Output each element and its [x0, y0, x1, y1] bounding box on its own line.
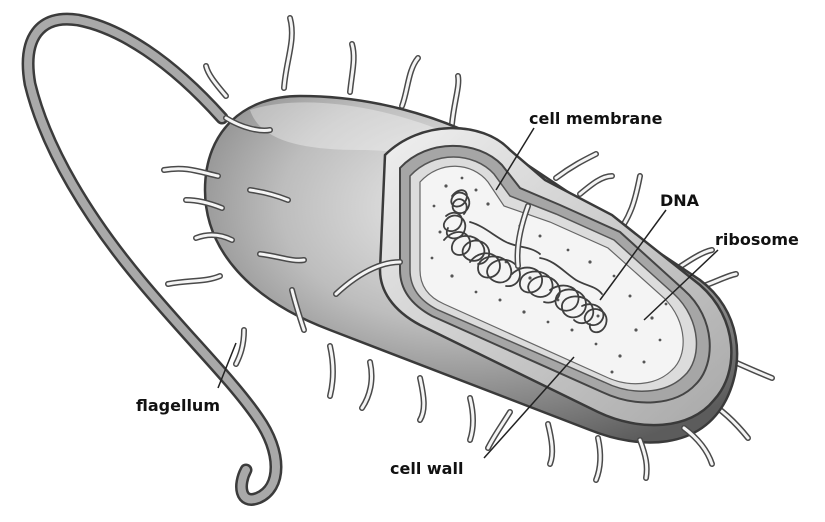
label-flagellum: flagellum	[136, 396, 220, 415]
label-cell-wall: cell wall	[390, 459, 463, 478]
label-cell-membrane: cell membrane	[529, 109, 663, 128]
label-dna: DNA	[660, 191, 700, 210]
label-ribosome: ribosome	[715, 230, 799, 249]
cross-section	[380, 128, 731, 425]
